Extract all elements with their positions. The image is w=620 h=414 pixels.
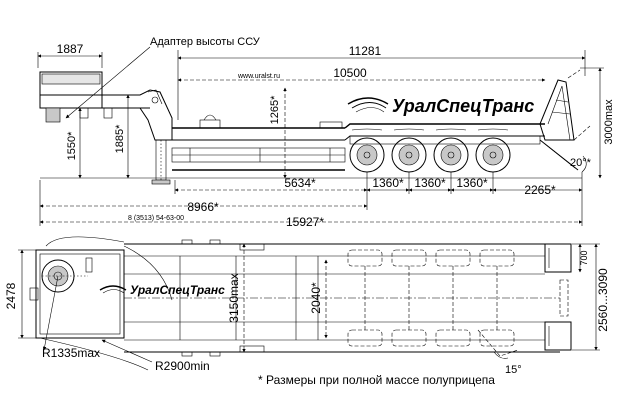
deck (171, 114, 545, 171)
dim-11281: 11281 (349, 44, 382, 58)
dim-1360-a: 1360* (372, 176, 404, 190)
brand-name-side: УралСпецТранс (392, 96, 534, 116)
gooseneck (39, 71, 173, 185)
dim-1885: 1885* (114, 124, 126, 153)
dim-3000max: 3000max (603, 99, 615, 145)
phone: 8 (3513) 54-63-00 (128, 215, 184, 222)
top-dimensions: 2478 3150max 2040* 700 2560...3090 R1335… (4, 243, 610, 376)
footnote: * Размеры при полной массе полуприцепа (258, 373, 495, 387)
wheel-1 (349, 137, 385, 173)
side-view: 1887 Адаптер высоты ССУ 11281 10500 www.… (37, 36, 615, 229)
dim-1360-b: 1360* (414, 176, 446, 190)
brand-mark-icon-small (99, 285, 127, 294)
dim-15927: 15927* (286, 215, 324, 229)
top-ramps (544, 243, 572, 351)
dim-1360-c: 1360* (456, 176, 488, 190)
side-wheels (349, 128, 511, 173)
brand-logo-top: УралСпецТранс (99, 283, 225, 297)
dim-8966: 8966* (187, 200, 219, 214)
dim-1265: 1265* (269, 95, 281, 124)
angle-20: 20°* (570, 157, 592, 169)
brand-logo-side: УралСпецТранс (347, 96, 534, 116)
top-view: УралСпецТранс 2478 3150max 2040* 700 256… (4, 236, 610, 376)
dim-1887: 1887 (57, 42, 84, 56)
axle-4 (479, 249, 515, 347)
dim-10500: 10500 (333, 66, 367, 80)
dim-2560-3090: 2560...3090 (596, 268, 610, 332)
dim-2265: 2265* (524, 183, 556, 197)
top-axles (347, 249, 519, 357)
dim-2040: 2040* (309, 282, 323, 314)
wheel-4 (475, 137, 511, 173)
wheel-2 (391, 137, 427, 173)
dim-3150max: 3150max (227, 273, 241, 322)
wheel-3 (433, 137, 469, 173)
side-dimensions: 1887 Адаптер высоты ССУ 11281 10500 www.… (37, 36, 615, 229)
axle-1 (347, 249, 383, 347)
r1335: R1335max (42, 346, 100, 360)
dim-2478: 2478 (4, 282, 18, 309)
brand-mark-icon (347, 97, 389, 113)
adapter-label: Адаптер высоты ССУ (150, 36, 261, 48)
axle-2 (391, 249, 427, 347)
r2900: R2900min (155, 359, 210, 373)
angle-15: 15° (505, 364, 522, 376)
website: www.uralst.ru (237, 73, 280, 80)
top-frame (29, 239, 560, 357)
dim-700: 700 (579, 250, 589, 265)
axle-3 (435, 249, 471, 347)
brand-name-top: УралСпецТранс (130, 283, 225, 297)
rear-ramps (539, 69, 591, 173)
dim-5634: 5634* (284, 176, 316, 190)
dim-1550: 1550* (66, 131, 78, 160)
